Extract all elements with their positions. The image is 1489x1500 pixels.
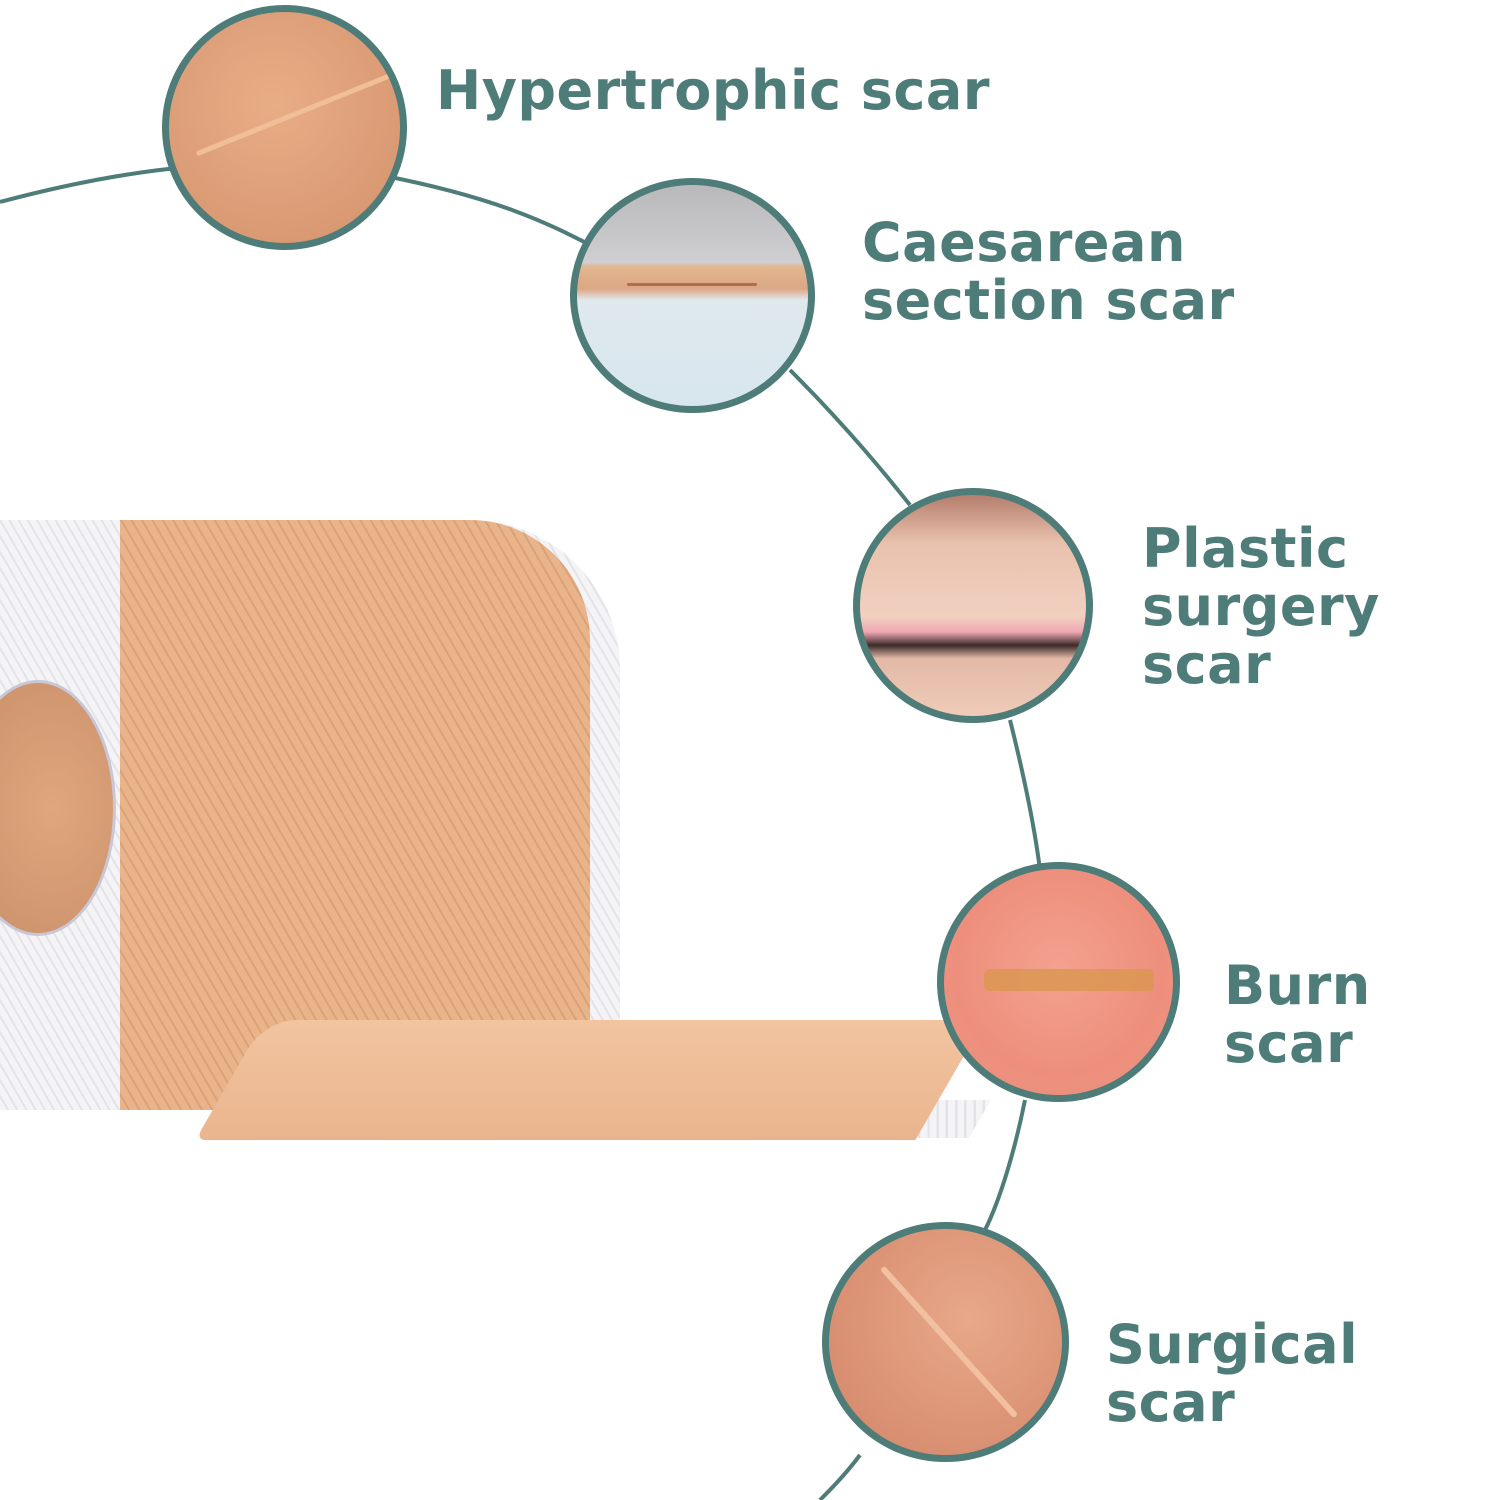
label-burn-scar: Burn scar <box>1224 954 1371 1075</box>
label-caesarean-scar: Caesarean section scar <box>862 211 1235 332</box>
unrolled-tape-strip <box>195 1020 985 1140</box>
label-plastic-surgery-scar: Plastic surgery scar <box>1142 517 1380 696</box>
label-surgical-scar: Surgical scar <box>1106 1313 1359 1434</box>
burn-scar-photo <box>937 862 1180 1102</box>
hypertrophic-scar-photo <box>162 5 407 250</box>
scar-tape-roll-image <box>0 520 640 1110</box>
surgical-scar-photo <box>822 1222 1069 1462</box>
label-hypertrophic-scar: Hypertrophic scar <box>436 59 990 122</box>
caesarean-scar-photo <box>570 178 815 413</box>
eyelid-surgery-scar-photo <box>853 488 1093 723</box>
tape-silicone-sheet <box>120 520 590 1110</box>
